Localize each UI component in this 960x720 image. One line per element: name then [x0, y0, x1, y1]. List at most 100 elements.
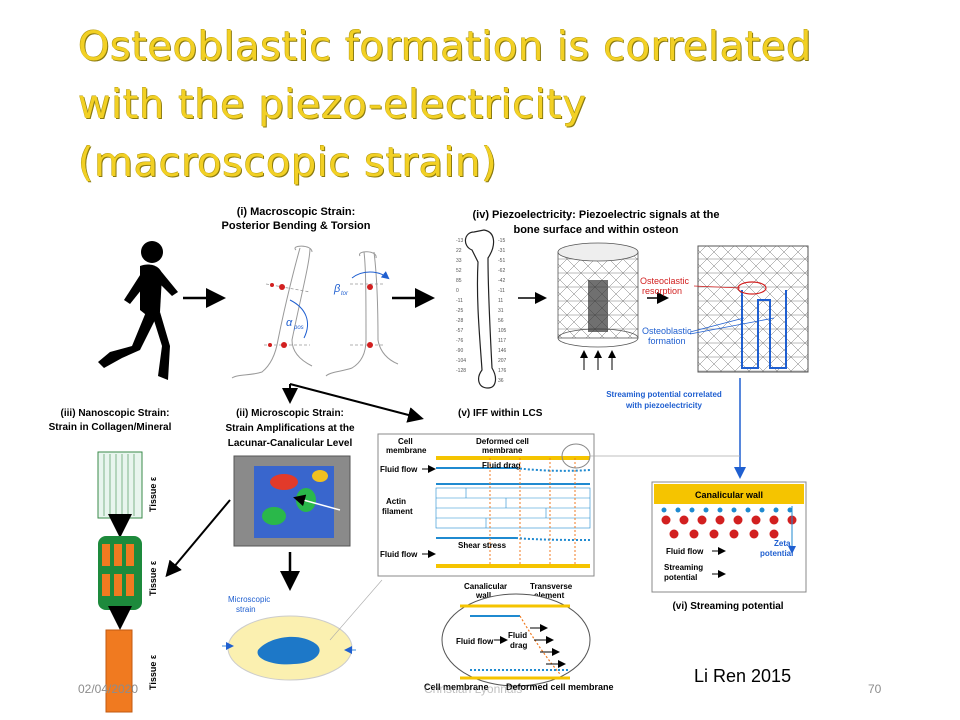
svg-text:36: 36 — [498, 378, 504, 384]
svg-text:207: 207 — [498, 358, 507, 364]
credit-label: Li Ren 2015 — [694, 666, 792, 686]
cell-membrane-2: membrane — [386, 446, 427, 455]
svg-text:-15: -15 — [498, 238, 505, 244]
canalicular-1: Canalicular — [464, 582, 507, 591]
tissue-label-2: Tissue ε — [148, 560, 158, 596]
svg-text:31: 31 — [498, 308, 504, 314]
svg-text:-51: -51 — [498, 258, 505, 264]
transverse-1: Transverse — [530, 582, 573, 591]
panel-ii-line-2: Lacunar-Canalicular Level — [228, 438, 353, 449]
actin-1: Actin — [386, 497, 406, 506]
streaming-correlated-2: with piezoelectricity — [625, 401, 703, 410]
panel-iii-title: (iii) Nanoscopic Strain: — [61, 408, 170, 419]
micro-label-2: strain — [236, 605, 256, 614]
tissue-label-3: Tissue ε — [148, 654, 158, 690]
svg-text:146: 146 — [498, 348, 507, 354]
svg-text:85: 85 — [456, 278, 462, 284]
svg-text:105: 105 — [498, 328, 507, 334]
beta-label: β — [333, 283, 341, 295]
slide-title: Osteoblastic formation is correlated wit… — [78, 18, 898, 192]
panel-iff: (v) IFF within LCS Cell membrane Deforme… — [329, 408, 740, 687]
shear-stress-label: Shear stress — [458, 541, 507, 550]
osteon-mesh-cylinder — [557, 242, 639, 370]
panel-streaming-potential: Canalicular wall Fluid flow Streaming po… — [651, 481, 807, 612]
footer-date: 02/04/2020 — [78, 682, 139, 696]
osteoclastic-label-2: resorption — [642, 286, 682, 296]
leg-bone-right — [325, 251, 399, 377]
svg-text:52: 52 — [456, 268, 462, 274]
svg-text:-76: -76 — [456, 338, 463, 344]
canalicular-2: wall — [475, 591, 491, 600]
svg-text:-11: -11 — [498, 288, 505, 294]
beta-subscript: tor — [341, 291, 349, 297]
transverse-2: element — [534, 591, 565, 600]
actin-2: filament — [382, 507, 413, 516]
fluid-flow-label-1: Fluid flow — [380, 465, 418, 474]
title-line-3: (macroscopic strain) — [78, 140, 498, 186]
footer-author: Christian Lyonnais — [424, 682, 523, 696]
canalicular-wall-label: Canalicular wall — [695, 490, 763, 500]
panel-iv-subtitle: bone surface and within osteon — [513, 224, 678, 236]
panel-i-title: (i) Macroscopic Strain: — [237, 206, 356, 218]
panel-nanoscopic-strain: (iii) Nanoscopic Strain: Strain in Colla… — [49, 408, 172, 713]
panel-iii-subtitle: Strain in Collagen/Mineral — [49, 422, 172, 433]
svg-text:-90: -90 — [456, 348, 463, 354]
svg-text:-42: -42 — [498, 278, 505, 284]
vi-streaming-2: potential — [664, 573, 697, 582]
panel-iv-title: (iv) Piezoelectricity: Piezoelectric sig… — [473, 209, 720, 221]
deformed-2: membrane — [482, 446, 523, 455]
svg-text:-128: -128 — [456, 368, 466, 374]
panel-microscopic-strain: (ii) Microscopic Strain: Strain Amplific… — [222, 408, 356, 681]
fluid-flow-label-2: Fluid flow — [380, 550, 418, 559]
osteoblastic-label-1: Osteoblastic — [642, 326, 692, 336]
svg-text:-25: -25 — [456, 308, 463, 314]
panel-macroscopic-strain: (i) Macroscopic Strain: Posterior Bendin… — [222, 206, 399, 379]
zeta-1: Zeta — [774, 539, 791, 548]
vi-fluid-flow: Fluid flow — [666, 547, 704, 556]
footer-page-number: 70 — [868, 682, 882, 696]
svg-text:-13: -13 — [456, 238, 463, 244]
fluid-flow-label-3: Fluid flow — [456, 637, 494, 646]
deformed-1: Deformed cell — [476, 437, 529, 446]
title-line-2: with the piezo-electricity — [78, 82, 587, 128]
zeta-2: potential — [760, 549, 793, 558]
arrow-to-iff — [289, 383, 424, 423]
svg-text:-28: -28 — [456, 318, 463, 324]
bottom-deformed-membrane: Deformed cell membrane — [506, 682, 614, 692]
cell-membrane-1: Cell — [398, 437, 413, 446]
micro-label-1: Microscopic — [228, 595, 270, 604]
svg-text:-104: -104 — [456, 358, 466, 364]
svg-text:33: 33 — [456, 258, 462, 264]
vi-streaming-1: Streaming — [664, 563, 703, 572]
streaming-correlated-1: Streaming potential correlated — [606, 390, 722, 399]
osteoclastic-label-1: Osteoclastic — [640, 276, 690, 286]
svg-text:176: 176 — [498, 368, 507, 374]
svg-text:56: 56 — [498, 318, 504, 324]
femur-diagram: -13 22 33 52 85 0 -11 -25 -28 -57 -76 -90 -104 -1… — [456, 229, 507, 389]
runner-silhouette — [98, 241, 178, 380]
drag2-2: drag — [510, 641, 527, 650]
arrow-micro-to-nano — [165, 499, 231, 578]
svg-text:0: 0 — [456, 288, 459, 294]
alpha-label: α — [286, 317, 293, 329]
svg-text:-57: -57 — [456, 328, 463, 334]
drag2-1: Fluid — [508, 631, 527, 640]
panel-i-subtitle: Posterior Bending & Torsion — [222, 220, 371, 232]
svg-text:-62: -62 — [498, 268, 505, 274]
bottom-cell-membrane: Cell membrane — [424, 682, 489, 692]
alpha-subscript: pos — [293, 325, 304, 331]
svg-text:-31: -31 — [498, 248, 505, 254]
leg-bone-left — [231, 245, 313, 379]
osteoblastic-label-2: formation — [648, 336, 686, 346]
panel-ii-title: (ii) Microscopic Strain: — [236, 408, 344, 419]
svg-text:117: 117 — [498, 338, 506, 344]
panel-v-title: (v) IFF within LCS — [458, 408, 543, 419]
fluid-drag-label: Fluid drag — [482, 461, 521, 470]
panel-vi-title: (vi) Streaming potential — [672, 601, 783, 612]
svg-text:11: 11 — [498, 298, 503, 304]
tissue-label-1: Tissue ε — [148, 476, 158, 512]
title-line-1: Osteoblastic formation is correlated — [78, 24, 812, 70]
svg-text:22: 22 — [456, 248, 462, 254]
panel-ii-line-1: Strain Amplifications at the — [225, 423, 355, 434]
